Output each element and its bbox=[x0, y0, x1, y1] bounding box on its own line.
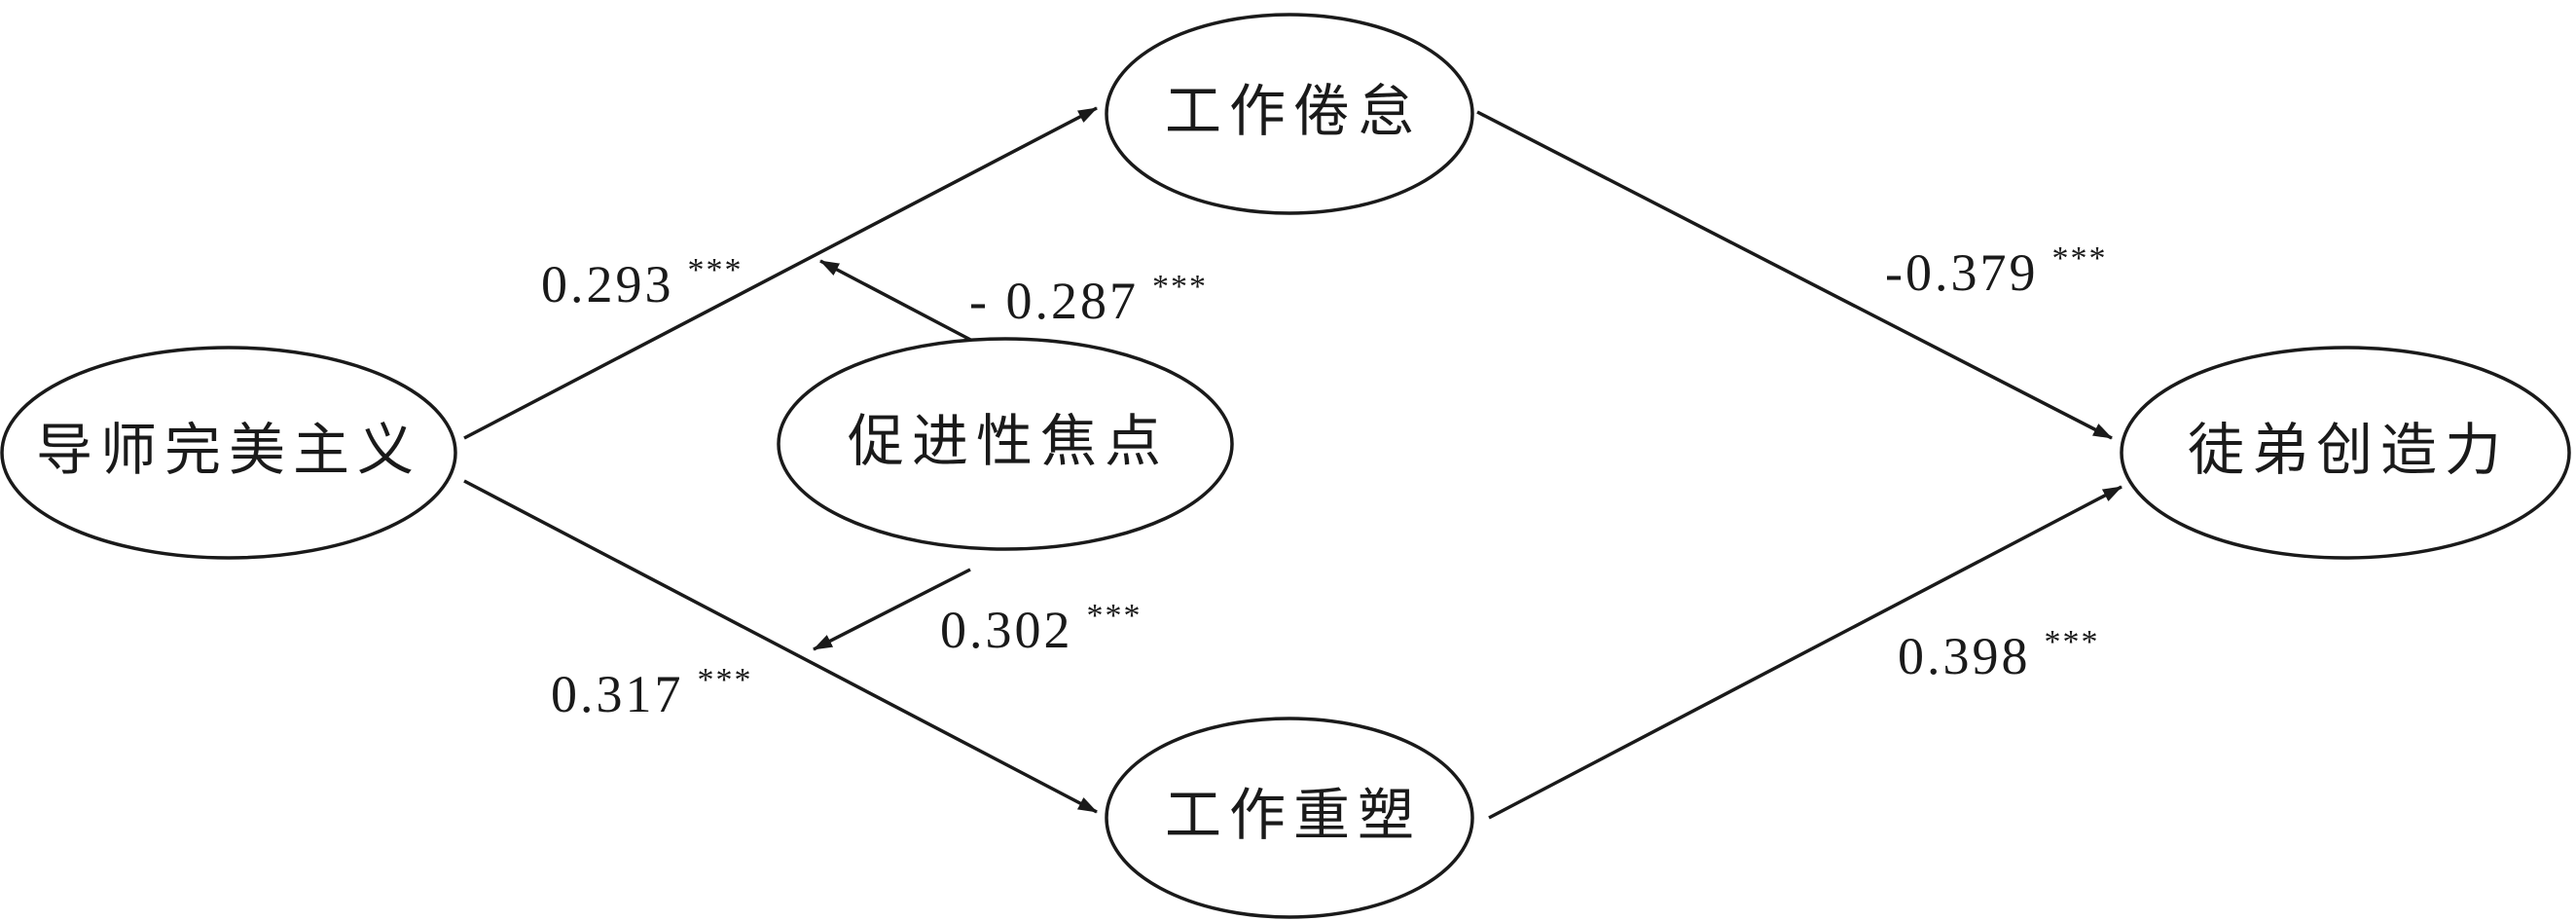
path-perfectionism-to-crafting bbox=[463, 479, 1098, 814]
node-label: 徒弟创造力 bbox=[2188, 417, 2509, 483]
coef-value: -0.379 bbox=[1885, 243, 2038, 302]
coef-label-promotion-moderates-burnout: - 0.287 *** bbox=[969, 269, 1208, 330]
path-promotion-moderates-crafting bbox=[813, 568, 971, 651]
node-work-burnout: 工作倦怠 bbox=[1105, 13, 1474, 215]
coef-value: 0.398 bbox=[1898, 627, 2031, 685]
coef-significance: *** bbox=[1087, 598, 1143, 634]
coef-significance: *** bbox=[2045, 624, 2100, 660]
coef-significance: *** bbox=[688, 252, 744, 288]
coef-value: 0.302 bbox=[940, 601, 1073, 659]
coef-label-perfectionism-to-crafting: 0.317 *** bbox=[551, 662, 753, 723]
node-mentor-perfectionism: 导师完美主义 bbox=[0, 346, 457, 560]
coef-significance: *** bbox=[698, 662, 753, 698]
coef-label-promotion-moderates-crafting: 0.302 *** bbox=[940, 598, 1143, 659]
coef-value: 0.293 bbox=[541, 255, 674, 313]
path-crafting-to-creativity bbox=[1488, 485, 2122, 820]
node-label: 工作重塑 bbox=[1165, 782, 1422, 848]
path-promotion-moderates-burnout bbox=[819, 259, 977, 345]
coef-label-perfectionism-to-burnout: 0.293 *** bbox=[541, 252, 744, 313]
node-job-crafting: 工作重塑 bbox=[1105, 717, 1474, 919]
coef-significance: *** bbox=[2051, 240, 2107, 276]
node-label: 导师完美主义 bbox=[36, 417, 421, 483]
node-label: 工作倦怠 bbox=[1165, 78, 1422, 144]
coef-significance: *** bbox=[1152, 269, 1208, 305]
path-perfectionism-to-burnout bbox=[463, 106, 1098, 440]
coef-label-burnout-to-creativity: -0.379 *** bbox=[1885, 240, 2107, 302]
coef-label-crafting-to-creativity: 0.398 *** bbox=[1898, 624, 2100, 685]
path-burnout-to-creativity bbox=[1476, 110, 2113, 440]
node-label: 促进性焦点 bbox=[848, 408, 1169, 474]
node-promotion-focus: 促进性焦点 bbox=[777, 337, 1234, 551]
coef-value: 0.317 bbox=[551, 665, 684, 723]
node-apprentice-creativity: 徒弟创造力 bbox=[2120, 346, 2571, 560]
coef-value: - 0.287 bbox=[969, 272, 1139, 330]
